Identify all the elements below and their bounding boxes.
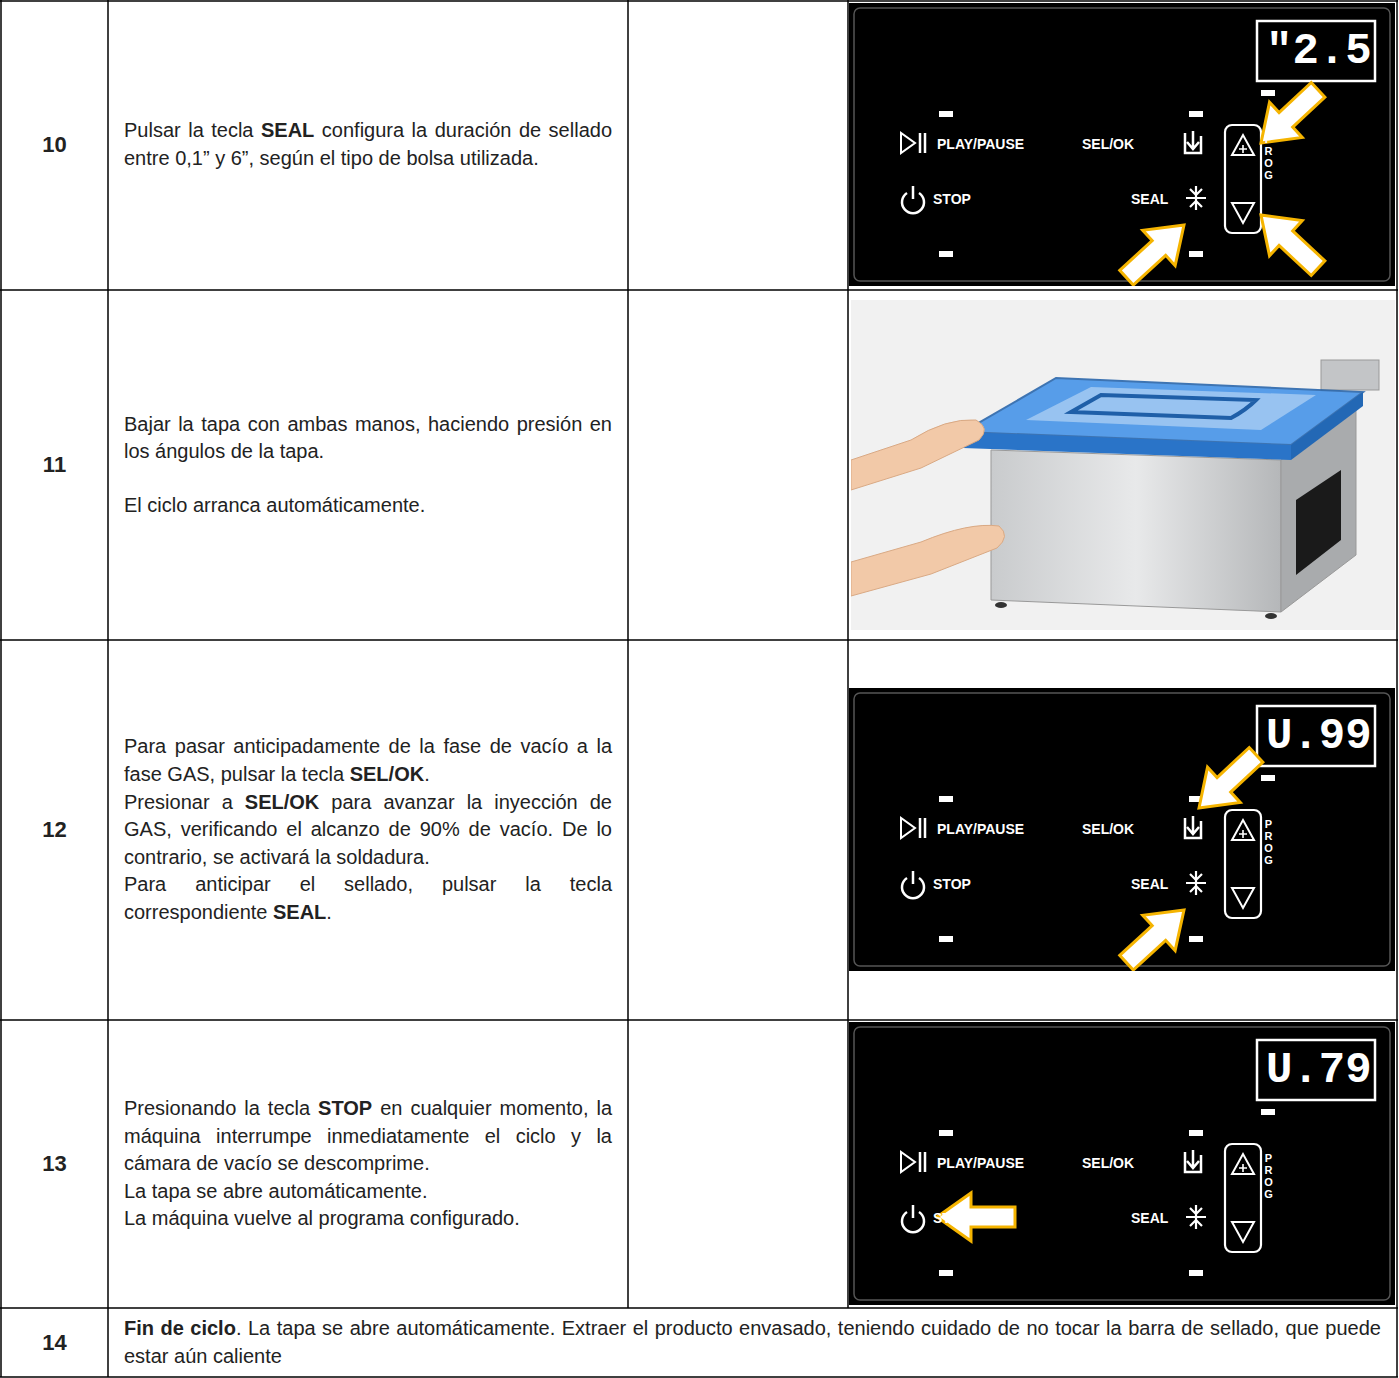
display-readout: "2.5 [1266,29,1372,73]
step-number: 13 [1,1020,108,1308]
key-name: SEAL [261,119,314,141]
key-name: SEL/OK [350,763,424,785]
instruction-text: . La tapa se abre automáticamente. Extra… [124,1317,1381,1367]
pointer-arrow [1120,225,1184,285]
text-block: Fin de ciclo. La tapa se abre automática… [124,1315,1381,1370]
display-readout: U.79 [1266,1048,1372,1092]
key-label: SEAL [1131,1211,1168,1225]
pointer-arrow [1261,215,1325,275]
machine-illustration [851,300,1395,630]
control-panel: U.99PLAY/PAUSE SEL/OK STOP SEAL PROG [849,688,1395,971]
text-cell: Pulsar la tecla SEAL configura la duraci… [108,0,628,290]
key-label: STOP [933,1211,971,1225]
control-panel: "2.5PLAY/PAUSE SEL/OK STOP SEAL PROG [849,3,1395,286]
paragraph: Para anticipar el sellado, pulsar la tec… [124,871,612,926]
text-cell: Fin de ciclo. La tapa se abre automática… [108,1308,1397,1377]
key-label: PLAY/PAUSE [937,822,1024,836]
key-label: STOP [933,192,971,206]
key-label: SEL/OK [1082,822,1134,836]
instruction-text: La tapa se abre automáticamente. [124,1180,428,1202]
display-readout: U.99 [1266,714,1372,758]
table-rule [0,0,2,1377]
key-label: PROG [1263,818,1274,866]
text-block: Pulsar la tecla SEAL configura la duraci… [124,117,612,172]
instruction-text: . [326,901,332,923]
instruction-text: Para anticipar el sellado, pulsar la tec… [124,873,612,923]
paragraph: Bajar la tapa con ambas manos, haciendo … [124,411,612,466]
table-rule [0,639,1398,641]
key-label: STOP [933,877,971,891]
instruction-text: Pulsar la tecla [124,119,254,141]
instruction-text: Bajar la tapa con ambas manos, haciendo … [124,413,612,463]
text-cell: Para pasar anticipadamente de la fase de… [108,640,628,1020]
control-panel: U.79PLAY/PAUSE SEL/OK STOP SEAL PROG [849,1022,1395,1305]
step-number: 14 [1,1308,108,1377]
key-label: SEAL [1131,877,1168,891]
key-name: STOP [318,1097,372,1119]
table-rule [0,0,1398,2]
key-label: PLAY/PAUSE [937,1156,1024,1170]
paragraph: Para pasar anticipadamente de la fase de… [124,733,612,788]
paragraph: La máquina vuelve al programa configurad… [124,1205,612,1233]
pointer-arrow [1199,748,1263,808]
text-block: Bajar la tapa con ambas manos, haciendo … [124,411,612,520]
key-label: SEL/OK [1082,1156,1134,1170]
paragraph: Pulsar la tecla SEAL configura la duraci… [124,117,612,172]
key-label: SEAL [1131,192,1168,206]
instruction-text: . [424,763,430,785]
instruction-text: Presionando la tecla [124,1097,310,1119]
text-block: Presionando la tecla STOP en cualquier m… [124,1095,612,1233]
key-name: Fin de ciclo [124,1317,236,1339]
key-name: SEAL [273,901,326,923]
table-rule [627,0,629,1308]
table-rule [0,1307,1398,1309]
key-label: PROG [1263,1152,1274,1200]
pointer-arrow [1120,910,1184,970]
key-name: SEL/OK [245,791,319,813]
text-cell: Bajar la tapa con ambas manos, haciendo … [108,290,628,640]
table-rule [0,1019,1398,1021]
paragraph: Presionando la tecla STOP en cualquier m… [124,1095,612,1178]
table-rule [0,1376,1398,1378]
instruction-text: El ciclo arranca automáticamente. [124,494,425,516]
instruction-text: La máquina vuelve al programa configurad… [124,1207,520,1229]
step-number: 12 [1,640,108,1020]
table-rule [847,0,849,1308]
key-label: PLAY/PAUSE [937,137,1024,151]
paragraph: La tapa se abre automáticamente. [124,1178,612,1206]
paragraph: Fin de ciclo. La tapa se abre automática… [124,1315,1381,1370]
step-number: 10 [1,0,108,290]
text-cell: Presionando la tecla STOP en cualquier m… [108,1020,628,1308]
step-number: 11 [1,290,108,640]
table-rule [1396,0,1398,1377]
paragraph: El ciclo arranca automáticamente. [124,492,612,520]
key-label: SEL/OK [1082,137,1134,151]
key-label: PROG [1263,133,1274,181]
paragraph: Presionar a SEL/OK para avanzar la inyec… [124,789,612,872]
text-block: Para pasar anticipadamente de la fase de… [124,733,612,926]
table-rule [107,0,109,1377]
table-rule [0,289,1398,291]
instruction-text: Presionar a [124,791,233,813]
